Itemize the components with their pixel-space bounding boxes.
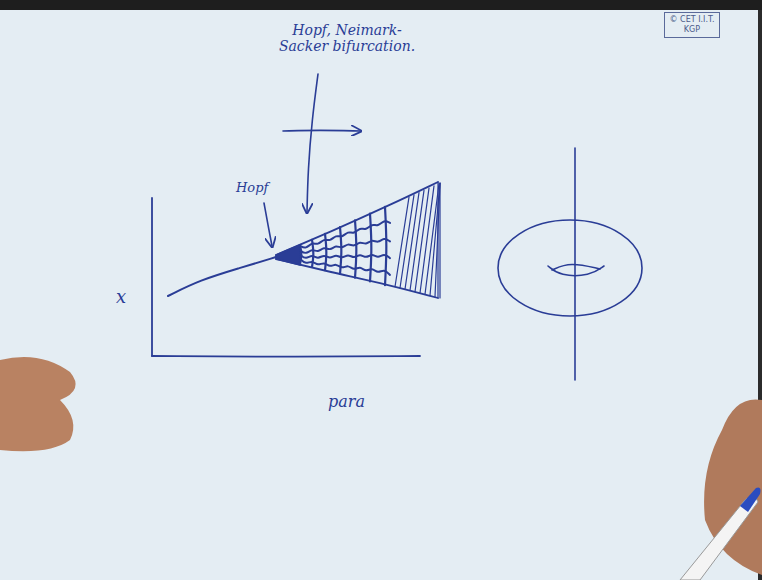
ns-arrow: [307, 74, 318, 212]
axis-label: para: [328, 392, 365, 411]
torus-wave: [300, 239, 390, 253]
frame-edge: [0, 0, 762, 10]
annotation: Hopf, Neimark-Sacker bifurcation.: [272, 22, 422, 54]
hopf-label: Hopf: [236, 180, 268, 195]
axis-label: x: [116, 286, 126, 307]
hopf-arrow: [264, 203, 272, 246]
pen-cap: [740, 488, 761, 512]
torus-wave: [300, 255, 390, 259]
watermark: © CET I.I.T. KGP: [668, 15, 716, 34]
torus-outer: [498, 220, 642, 316]
y-axis: [151, 198, 153, 356]
torus-inner: [552, 264, 600, 270]
paper: [0, 8, 758, 580]
torus-axis: [574, 148, 576, 380]
orbit-line: [370, 214, 371, 282]
torus-wave: [300, 221, 390, 247]
hatch: [439, 183, 440, 298]
direction-arrow: [283, 130, 360, 132]
torus-wave: [300, 259, 390, 275]
region-edge: [437, 182, 438, 298]
dense-region: [276, 245, 300, 265]
equilibrium-branch: [168, 257, 276, 296]
hand: [0, 357, 76, 451]
sketch: [152, 74, 642, 380]
orbit-line: [385, 207, 386, 285]
watermark-box: © CET I.I.T. KGP: [664, 12, 720, 38]
x-axis: [152, 355, 420, 357]
